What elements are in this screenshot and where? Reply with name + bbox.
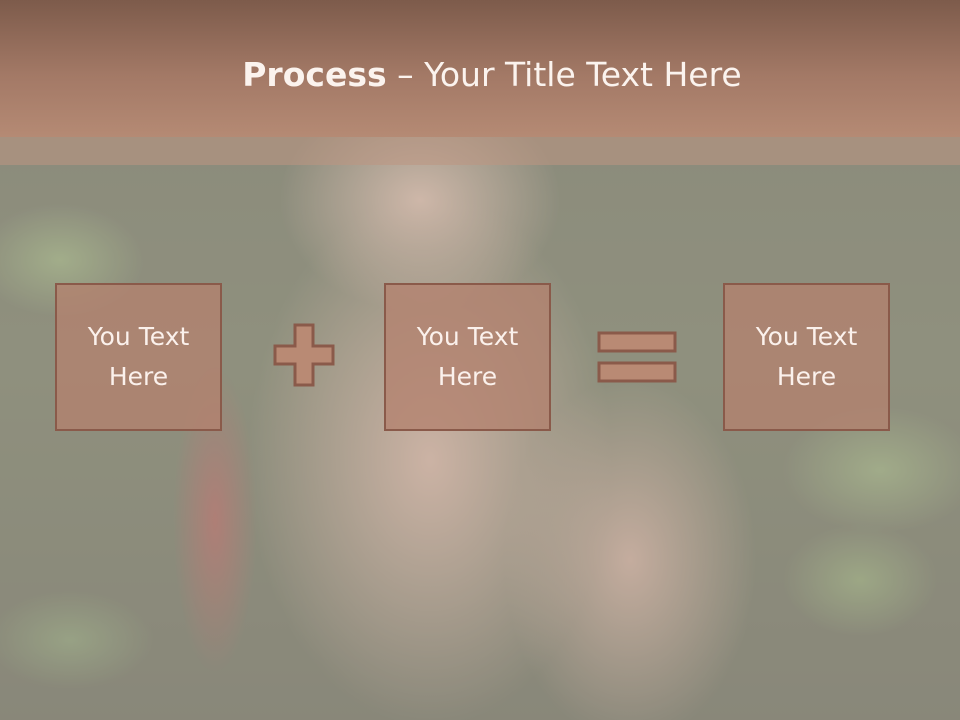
equals-icon <box>597 331 677 383</box>
process-box-3[interactable]: You Text Here <box>723 283 890 431</box>
process-box-1[interactable]: You Text Here <box>55 283 222 431</box>
process-box-3-text: You Text Here <box>755 322 858 391</box>
process-box-1-text: You Text Here <box>87 322 190 391</box>
title-bold: Process <box>242 55 387 94</box>
process-box-2[interactable]: You Text Here <box>384 283 551 431</box>
title-rest: – Your Title Text Here <box>386 55 742 94</box>
title-bar <box>0 0 960 137</box>
process-box-2-text: You Text Here <box>416 322 519 391</box>
plus-icon <box>273 323 335 387</box>
slide-title: Process – Your Title Text Here <box>0 52 960 98</box>
title-band <box>0 137 960 165</box>
